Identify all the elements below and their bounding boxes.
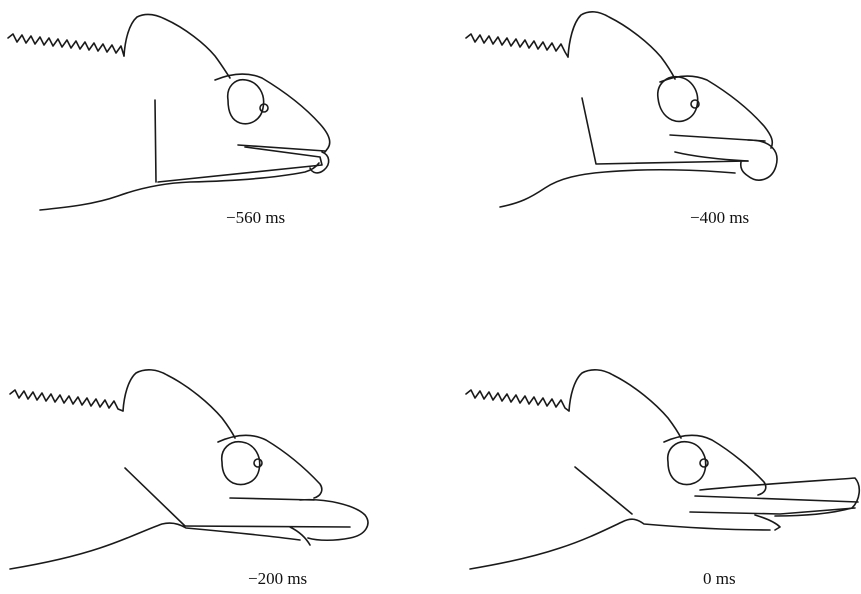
eye-outer: [228, 80, 264, 124]
panel-2: −400 ms: [466, 12, 777, 227]
eye-pupil: [254, 459, 262, 467]
throat-body: [470, 519, 770, 569]
casque: [124, 15, 230, 78]
lower-jaw-line: [675, 152, 748, 161]
panel-caption: −560 ms: [226, 208, 285, 227]
panel-1: −560 ms: [8, 15, 330, 227]
dorsal-crest: [466, 34, 568, 57]
chameleon-head-drawing: [8, 15, 330, 210]
eye-pupil: [700, 459, 708, 467]
eye-outer: [658, 77, 698, 122]
chameleon-head-drawing: [466, 370, 859, 569]
tongue-line: [183, 526, 350, 527]
casque: [569, 370, 681, 438]
hyoid-line: [582, 98, 748, 164]
dorsal-crest: [10, 390, 123, 411]
hyoid-line: [155, 100, 156, 182]
hyoid-line: [125, 468, 185, 526]
panel-4: 0 ms: [466, 370, 859, 588]
panel-caption: −400 ms: [690, 208, 749, 227]
casque: [568, 12, 675, 79]
upper-jaw: [695, 496, 858, 502]
chameleon-head-drawing: [466, 12, 777, 207]
panel-caption: 0 ms: [703, 569, 736, 588]
panel-caption: −200 ms: [248, 569, 307, 588]
lower-jaw-line: [158, 147, 322, 182]
tongue-pad: [300, 500, 368, 541]
dorsal-crest: [8, 34, 124, 56]
dorsal-crest: [466, 390, 569, 411]
lower-jaw-line: [290, 527, 310, 545]
panel-3: −200 ms: [10, 370, 368, 588]
throat-body: [500, 170, 735, 207]
head-profile: [215, 74, 330, 152]
lower-jaw-line: [755, 515, 780, 530]
chameleon-head-drawing: [10, 370, 368, 569]
casque: [123, 370, 235, 438]
hyoid-line: [575, 467, 632, 514]
throat-body: [10, 523, 300, 569]
head-profile: [218, 435, 322, 498]
tongue-pad: [741, 140, 777, 180]
